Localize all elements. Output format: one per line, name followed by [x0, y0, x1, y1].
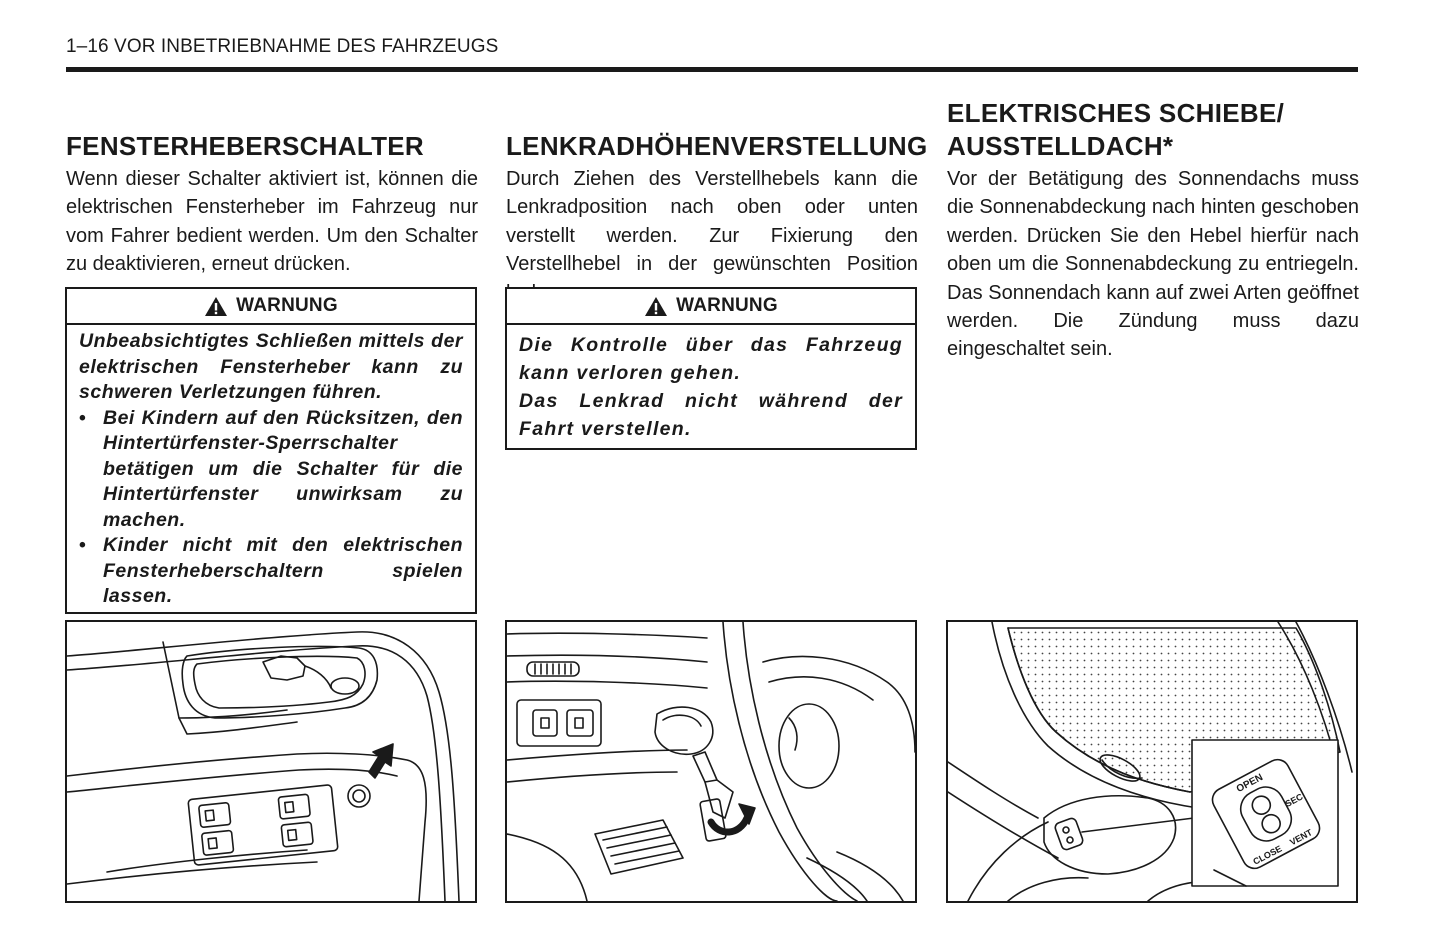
warning-box-steering: WARNUNG Die Kontrolle über das Fahrzeug … [505, 287, 917, 450]
warning-header: WARNUNG [67, 289, 475, 325]
heading-sunroof-line2: AUSSTELLDACH* [947, 131, 1174, 161]
warning-label: WARNUNG [236, 295, 338, 316]
warning-box-window: WARNUNG Unbeabsichtigtes Schließen mitte… [65, 287, 477, 614]
warning-triangle-icon [205, 296, 228, 316]
heading-window-switch: FENSTERHEBERSCHALTER [66, 131, 424, 161]
warning-bullet: •Bei Kindern auf den Rücksitzen, den Hin… [79, 406, 463, 531]
warning-list: •Bei Kindern auf den Rücksitzen, den Hin… [79, 406, 463, 610]
heading-steering-adjust: LENKRADHÖHENVERSTELLUNG [506, 131, 928, 161]
running-head: 1–16 VOR INBETRIEBNAHME DES FAHRZEUGS [66, 36, 499, 57]
warning-bullet: •Kinder nicht mit den elektrischen Fenst… [79, 534, 463, 607]
warning-line: Die Kontrolle über das Fahrzeug kann ver… [519, 334, 903, 384]
warning-triangle-icon [645, 296, 668, 316]
body-window-switch: Wenn dieser Schalter aktiviert ist, könn… [66, 168, 478, 276]
heading-sunroof-line1: ELEKTRISCHES SCHIEBE/ [947, 98, 1285, 128]
warning-body: Unbeabsichtigtes Schließen mittels der e… [67, 325, 475, 610]
body-sunroof: Vor der Betätigung des Sonnendachs muss … [947, 168, 1359, 361]
warning-header: WARNUNG [507, 289, 915, 325]
warning-label: WARNUNG [676, 295, 778, 316]
warning-intro: Unbeabsichtigtes Schließen mittels der e… [79, 330, 463, 403]
header-rule [66, 67, 1358, 72]
figure-steering-lever [505, 620, 917, 903]
warning-body: Die Kontrolle über das Fahrzeug kann ver… [507, 325, 915, 443]
figure-sunroof: OPEN SEC CLOSE VENT [946, 620, 1358, 903]
warning-line: Das Lenkrad nicht während der Fahrt vers… [519, 390, 903, 440]
body-steering-adjust: Durch Ziehen des Verstellhebels kann die… [506, 168, 918, 304]
figure-door-window-switches [65, 620, 477, 903]
heading-sunroof: ELEKTRISCHES SCHIEBE/ AUSSTELLDACH* [947, 97, 1359, 163]
